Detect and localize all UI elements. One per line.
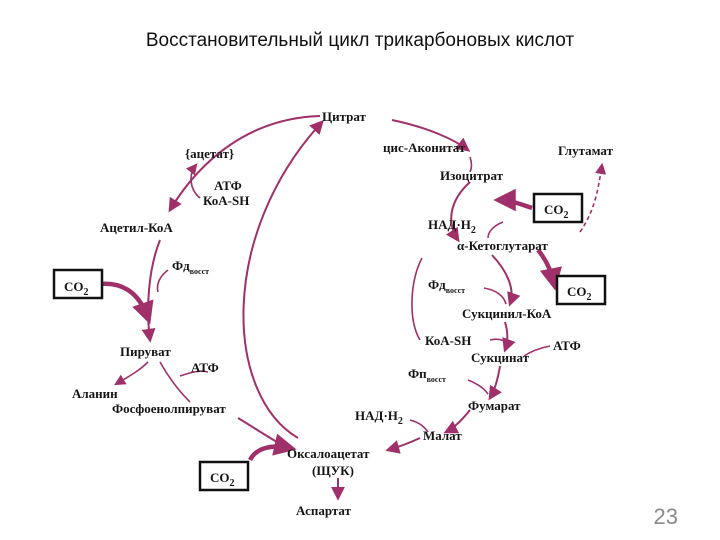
label-atp-left-top: АТФ xyxy=(214,178,242,193)
arrow-aconitate-to-isocitrate xyxy=(469,156,473,173)
arrow-pyruvate-to-pep xyxy=(159,361,191,403)
arrow-isocitrate-to-akg xyxy=(445,181,471,243)
arrow-oxaloacetate-to-citrate xyxy=(242,119,324,439)
label-succinate: Сукцинат xyxy=(471,350,530,365)
label-atp-right: АТФ xyxy=(553,338,581,353)
label-aspartate: Аспартат xyxy=(296,503,352,518)
arrow-coash-right xyxy=(489,338,509,345)
arrow-akg-to-glutamate xyxy=(579,162,607,233)
page-number: 23 xyxy=(653,504,678,529)
label-alanine: Аланин xyxy=(72,386,118,401)
arrow-fd-right xyxy=(483,287,507,305)
arrow-nadh-bottom xyxy=(409,419,429,433)
label-isocitrate: Изоцитрат xyxy=(440,168,504,183)
arrow-co2-left xyxy=(99,281,154,325)
label-coash-left: КоА-SH xyxy=(203,193,249,208)
label-coash-right: КоА-SH xyxy=(425,333,471,348)
label-nadh2-bottom: НАД·Н2 xyxy=(355,408,403,427)
label-shchuk: (ЩУК) xyxy=(312,463,354,478)
arrow-right-inner-arc xyxy=(411,257,423,341)
arrow-malate-to-oxaloacetate xyxy=(385,437,421,454)
arrow-co2-right xyxy=(536,248,562,291)
svg-text:CO2: CO2 xyxy=(64,279,89,298)
arrow-co2-bottom xyxy=(247,433,297,462)
arrow-atp-right xyxy=(523,345,551,357)
label-citrate: Цитрат xyxy=(322,109,367,124)
label-fd-left: Фдвосст xyxy=(172,258,209,276)
slide-title: Восстановительный цикл трикарбоновых кис… xyxy=(145,30,575,51)
arrow-akg-to-succinyl-coa xyxy=(491,254,521,307)
label-acetyl-coa: Ацетил-КоА xyxy=(100,220,173,235)
label-atp-left-bottom: АТФ xyxy=(191,360,219,375)
arrow-pep-to-oxaloacetate xyxy=(237,417,291,450)
label-fp-right: Фпвосст xyxy=(408,366,446,384)
arrow-succinyl-coa-to-succinate xyxy=(502,321,516,353)
arrow-atp-acetate xyxy=(186,163,201,199)
arrow-citrate-to-aconitate xyxy=(391,119,471,152)
svg-text:CO2: CO2 xyxy=(567,284,592,303)
svg-text:CO2: CO2 xyxy=(210,470,235,489)
label-fd-right: Фдвосст xyxy=(428,277,465,295)
arrow-fp-right xyxy=(467,379,489,395)
label-fumarate: Фумарат xyxy=(468,398,521,413)
arrow-pyruvate-to-alanine xyxy=(114,361,149,386)
label-malate: Малат xyxy=(423,428,462,443)
label-nadh2-top: НАД·Н2 xyxy=(428,217,476,236)
co2-box-right: CO2 xyxy=(555,274,607,306)
label-acetate: {ацетат} xyxy=(185,146,234,161)
arrow-fd-left xyxy=(156,269,169,293)
arrow-nadh-top xyxy=(487,221,504,239)
label-alpha-ketoglutarate: α-Кетоглутарат xyxy=(457,238,548,253)
label-pyruvate: Пируват xyxy=(120,344,171,359)
co2-box-bottom: CO2 xyxy=(198,460,250,492)
label-pep: Фосфоенолпируват xyxy=(112,401,226,416)
co2-box-top-right: CO2 xyxy=(532,192,584,224)
label-succinyl-coa: Сукцинил-КоА xyxy=(462,306,552,321)
label-glutamate: Глутамат xyxy=(558,143,614,158)
arrow-citrate-to-acetyl-coa xyxy=(168,115,321,213)
arrow-co2-top-right xyxy=(493,188,533,212)
arrow-atp-pep xyxy=(179,370,209,377)
arrow-fumarate-to-malate xyxy=(443,409,471,434)
arrow-acetyl-coa-to-pyruvate xyxy=(141,239,161,343)
label-cis-aconitate: цис-Аконитат xyxy=(383,140,466,155)
arrow-succinate-to-fumarate xyxy=(488,365,502,401)
svg-text:CO2: CO2 xyxy=(544,202,569,221)
co2-box-left: CO2 xyxy=(52,268,104,300)
label-oxaloacetate: Оксалоацетат xyxy=(287,446,370,461)
